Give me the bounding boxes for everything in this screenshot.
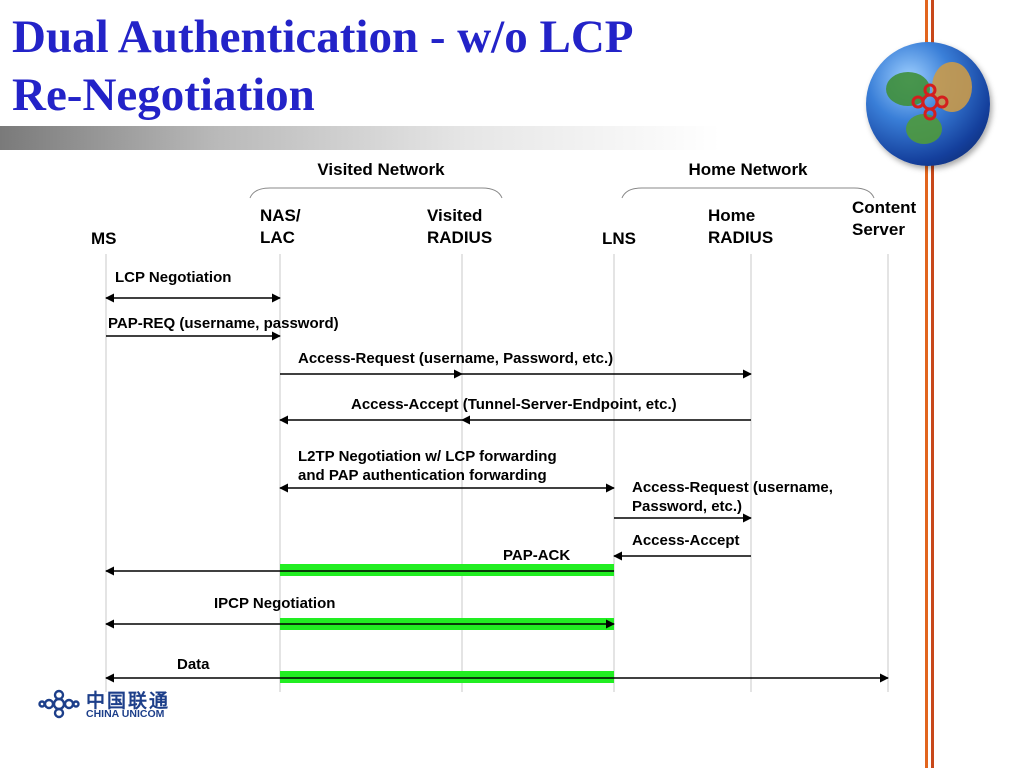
entity-content-server-label-line1: Content [852,198,917,217]
entity-home-radius-label-line1: Home [708,206,755,225]
label-ipcp-negotiation: IPCP Negotiation [214,595,335,612]
title-underline-bar [0,126,720,150]
label-access-request-2-line2: Password, etc.) [632,498,742,515]
label-l2tp-negotiation-line2: and PAP authentication forwarding [298,467,547,484]
china-unicom-logo: 中国联通 CHINA UNICOM [38,686,198,722]
entity-nas-lac-label-line1: NAS/ [260,206,301,225]
slide-title-line-1: Dual Authentication - w/o LCP [12,11,634,63]
label-access-accept-1: Access-Accept (Tunnel-Server-Endpoint, e… [351,396,677,413]
home-network-bracket [621,187,875,199]
label-pap-req: PAP-REQ (username, password) [108,315,339,332]
label-access-accept-2: Access-Accept [632,532,740,549]
visited-network-bracket [249,187,503,199]
label-access-request-1: Access-Request (username, Password, etc.… [298,350,613,367]
logo-english-text: CHINA UNICOM [86,708,165,720]
decorative-red-cord [924,0,936,768]
tunnel-highlight-data [280,671,614,683]
label-access-request-2-line1: Access-Request (username, [632,479,833,496]
visited-network-label: Visited Network [317,160,445,179]
label-lcp-negotiation: LCP Negotiation [115,269,231,286]
label-pap-ack: PAP-ACK [503,547,570,564]
entity-visited-radius-label-line2: RADIUS [427,228,492,247]
label-data: Data [177,656,210,673]
entity-lns-label: LNS [602,229,636,248]
label-l2tp-negotiation-line1: L2TP Negotiation w/ LCP forwarding [298,448,557,465]
entity-ms-label: MS [91,229,117,248]
entity-visited-radius-label-line1: Visited [427,206,482,225]
home-network-label: Home Network [688,160,808,179]
slide-title: Dual Authentication - w/o LCP Re-Negotia… [12,8,634,124]
globe-icon [866,42,990,166]
logo-chinese-text: 中国联通 [86,690,171,712]
slide-title-line-2: Re-Negotiation [12,69,315,121]
tunnel-highlight-pap-ack [280,564,614,576]
entity-home-radius-label-line2: RADIUS [708,228,773,247]
entity-nas-lac-label-line2: LAC [260,228,295,247]
china-unicom-knot-icon [38,689,80,719]
chinese-knot-icon [911,83,949,121]
entity-content-server-label-line2: Server [852,220,905,239]
